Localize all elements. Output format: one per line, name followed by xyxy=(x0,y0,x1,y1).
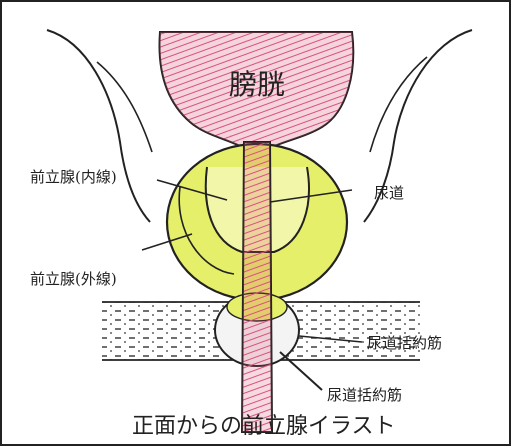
pelvic-outline-right-inner xyxy=(370,57,427,152)
label-sphincter-lower: 尿道括約筋 xyxy=(327,386,402,404)
urethra-fill xyxy=(242,142,272,432)
label-urethra: 尿道 xyxy=(374,184,404,202)
pelvic-outline-left-inner xyxy=(97,62,152,152)
label-prostate-outer: 前立腺(外線) xyxy=(30,270,117,288)
label-sphincter-right: 尿道括約筋 xyxy=(367,334,442,352)
pelvic-outline-left xyxy=(47,30,150,222)
label-bladder: 膀胱 xyxy=(229,68,285,101)
label-prostate-inner: 前立腺(内線) xyxy=(30,168,117,186)
figure-caption: 正面からの前立腺イラスト xyxy=(132,414,396,439)
